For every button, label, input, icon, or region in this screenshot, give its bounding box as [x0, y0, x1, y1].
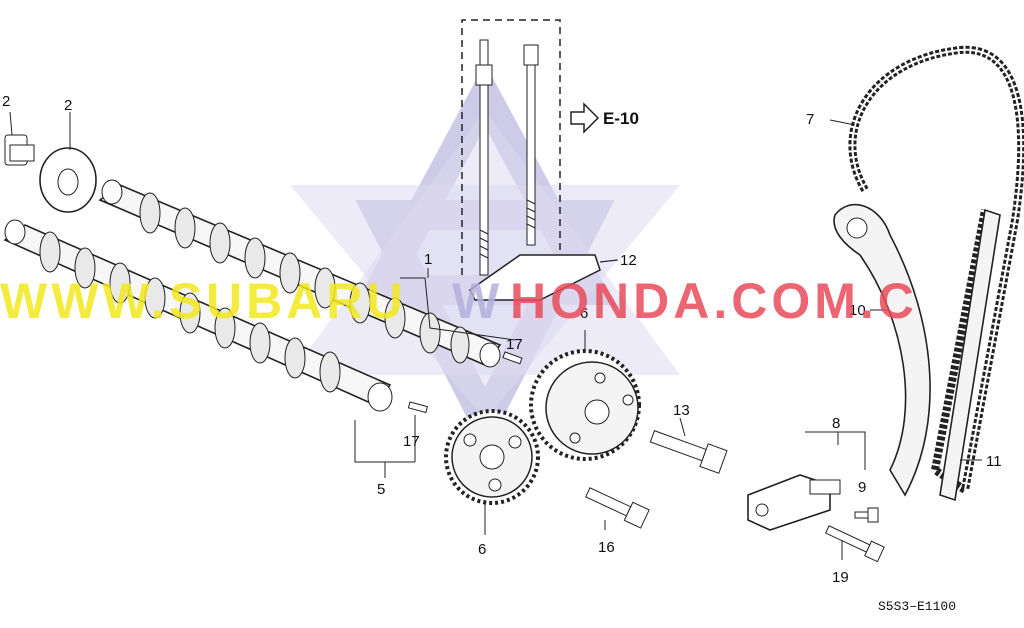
- callout-8: 7: [806, 111, 814, 128]
- callout-17-upper: 17: [506, 336, 523, 353]
- bolt-16: [585, 487, 650, 529]
- part-4-fitting: [4, 134, 35, 166]
- callout-1: 1: [424, 251, 432, 268]
- callout-9: 8: [832, 415, 840, 432]
- part-2-pulse-plate: [39, 147, 97, 213]
- watermark-part-3: HONDA.COM.C: [510, 273, 918, 329]
- callout-16: 16: [598, 539, 615, 556]
- chain-guide-12: [939, 208, 1001, 502]
- vtc-actuator-7: [529, 349, 641, 461]
- watermark-part-1: WWW.SUBARU: [0, 273, 407, 329]
- callout-6: 6: [478, 541, 486, 558]
- callout-12: 11: [986, 453, 1002, 470]
- url-watermark: WWW.SUBARU W HONDA.COM.C: [0, 273, 918, 329]
- camshaft-lower: [3, 219, 428, 414]
- watermark-part-2: W: [452, 273, 503, 329]
- bolt-15: [649, 430, 728, 474]
- callout-4: 2: [2, 93, 10, 110]
- callout-5: 5: [377, 481, 385, 498]
- cam-chain-8: [848, 45, 1024, 497]
- sprocket-6: [444, 409, 540, 505]
- callout-17-lower: 17: [403, 433, 420, 450]
- callout-2: 2: [64, 97, 72, 114]
- callout-15: 13: [673, 402, 690, 419]
- callouts: 2 2 1 12 17 7 6 10 17 5 6 13 16 8 9 19 1…: [2, 93, 1002, 586]
- tensioner-9: [747, 474, 841, 531]
- reference-arrow-label: E-10: [603, 109, 639, 128]
- camshaft-upper: [98, 179, 523, 368]
- callout-19: 19: [832, 569, 849, 586]
- leader-lines: [9, 111, 982, 560]
- callout-11: 10: [849, 302, 866, 319]
- reference-arrow: E-10: [570, 102, 639, 134]
- callout-7: 6: [580, 305, 588, 322]
- bolt-10: [854, 507, 879, 523]
- callout-13: 12: [620, 252, 637, 269]
- figure-code: S5S3–E1100: [878, 599, 956, 614]
- bolt-19: [824, 525, 885, 563]
- callout-10: 9: [858, 479, 866, 496]
- tensioner-arm-11: [833, 203, 931, 497]
- bolt-group: [461, 19, 561, 276]
